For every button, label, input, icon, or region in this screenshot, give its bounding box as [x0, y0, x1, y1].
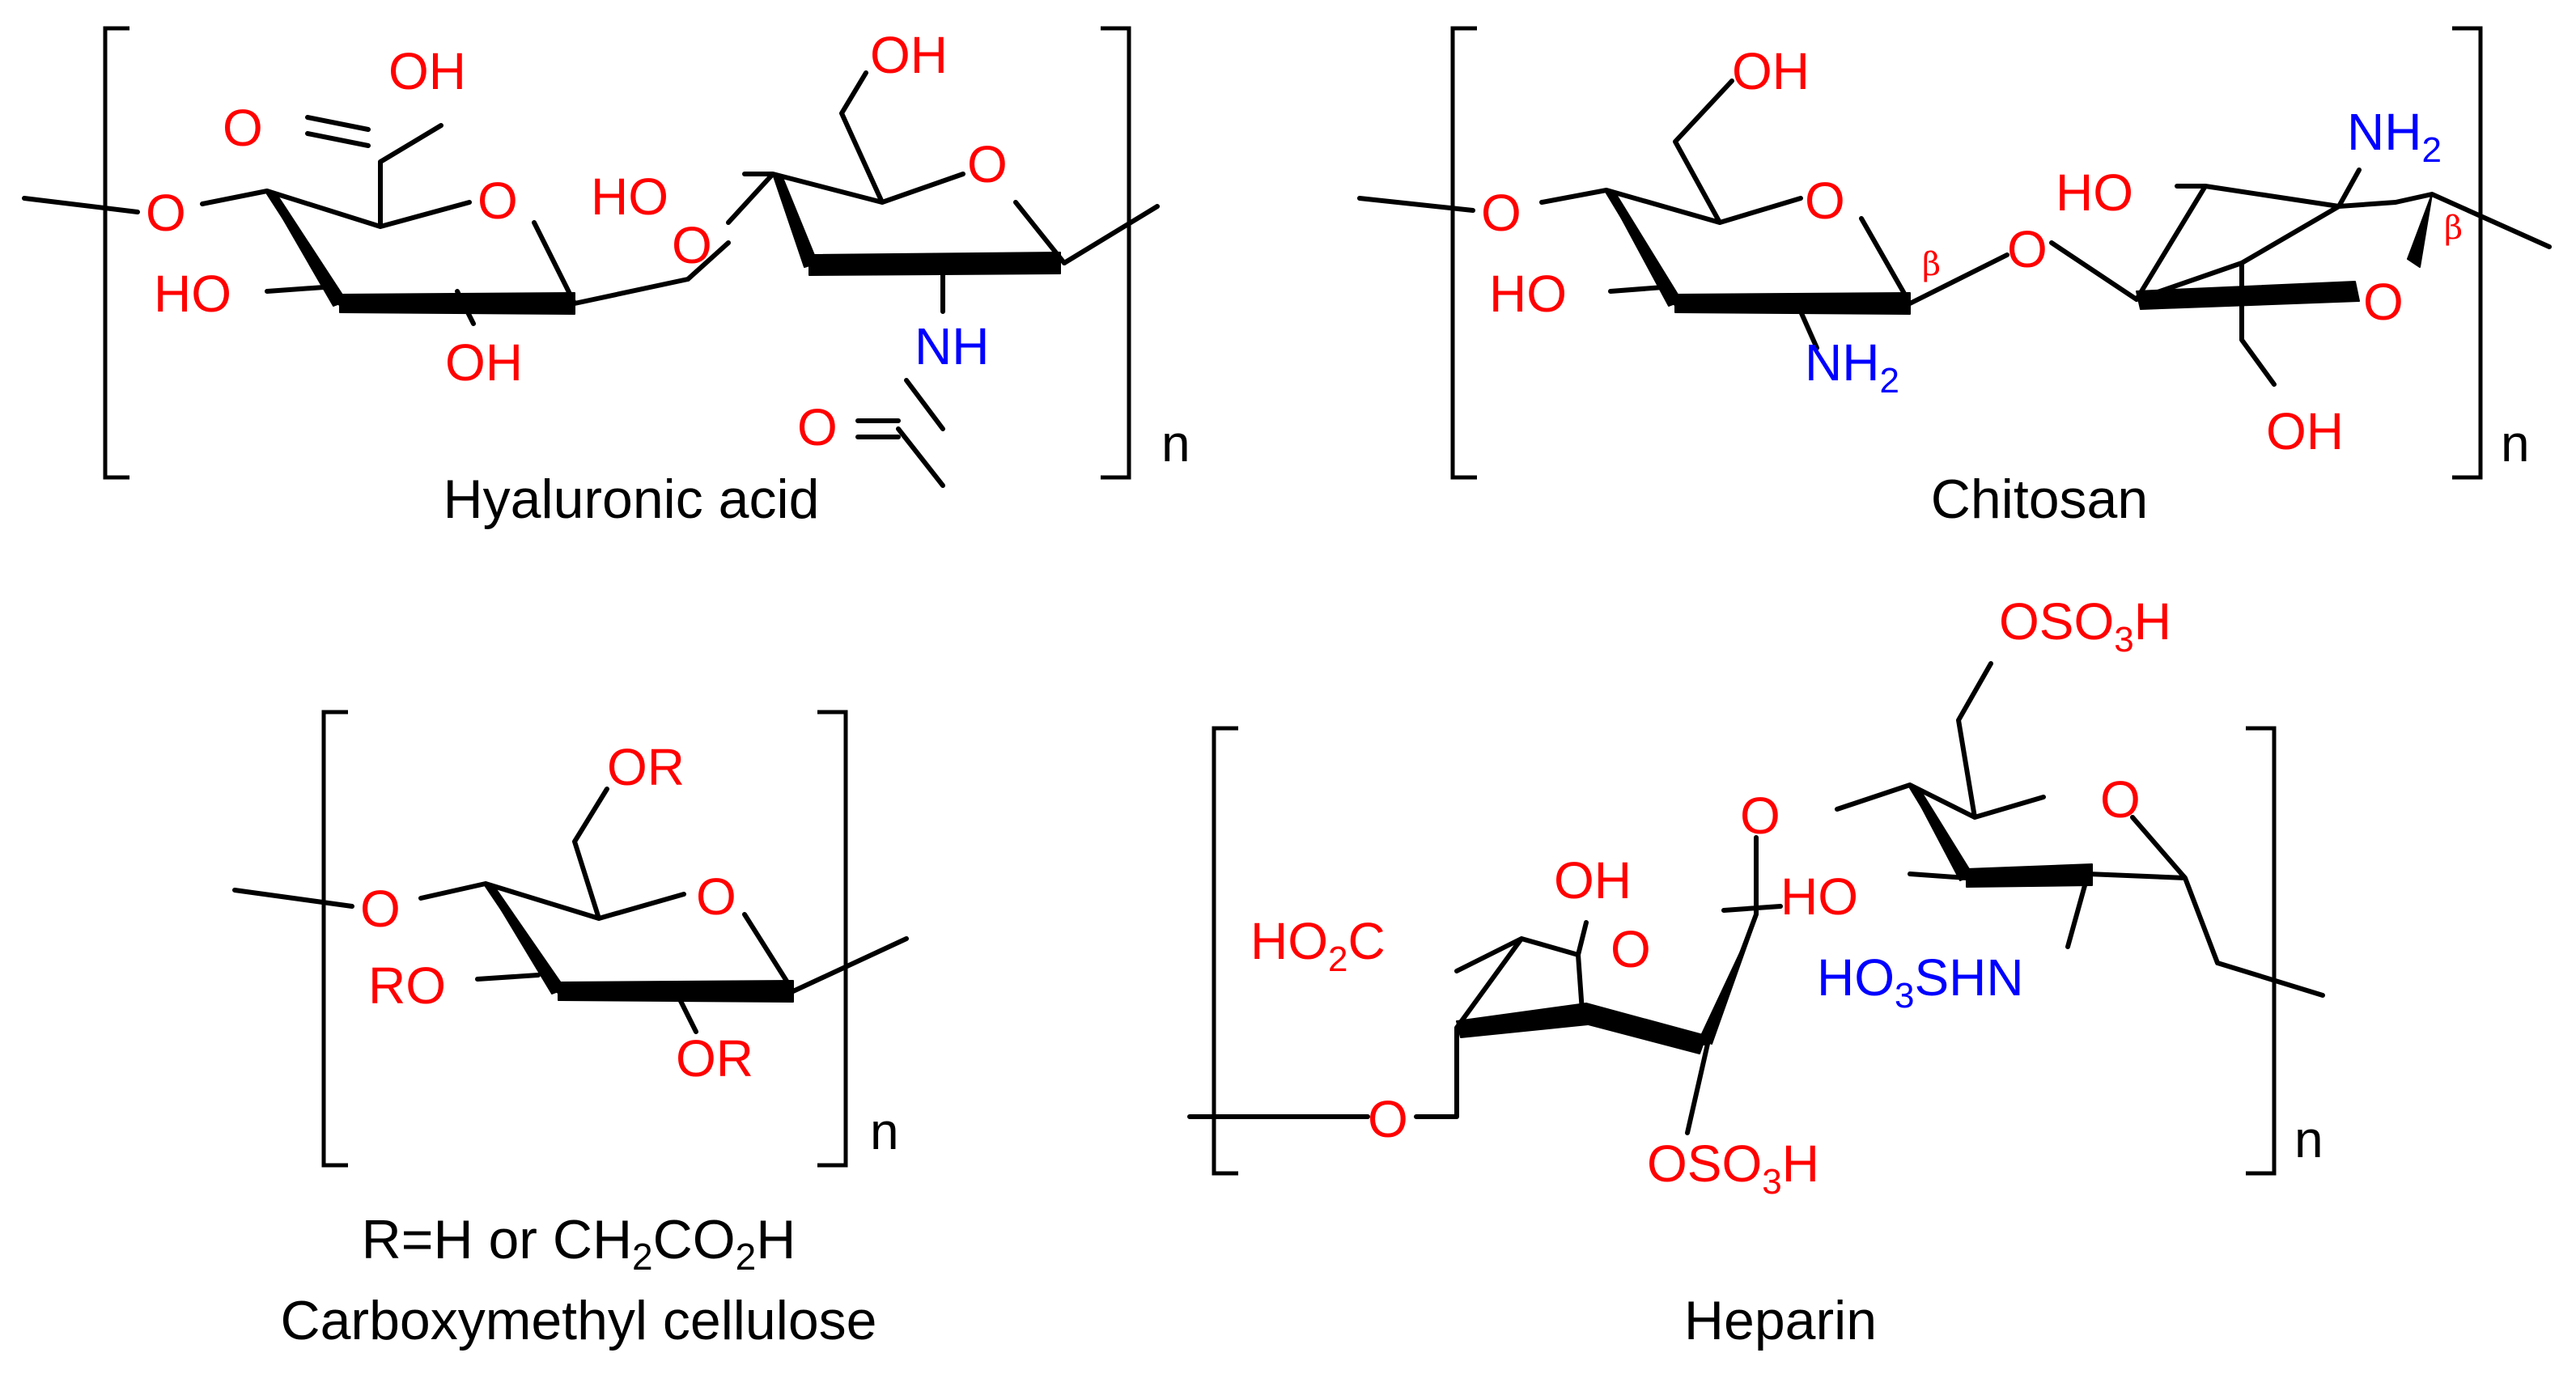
ha-o-ring-2: O: [967, 135, 1008, 193]
carboxymethyl-cellulose-structure: OR O O RO OR n R=H or CH2CO2H Carboxymet…: [232, 710, 909, 1351]
hep-o-ring-2: O: [2100, 770, 2141, 829]
hep-wedge-1a: [1456, 1003, 1589, 1038]
hep-wedge-1b: [1581, 1003, 1707, 1054]
hep-ho-ring2: HO: [1780, 867, 1858, 926]
ha-oh-bottom: OH: [445, 333, 523, 392]
ha-o-amide: O: [797, 398, 838, 456]
bracket-left: [103, 26, 129, 480]
ch-caption: Chitosan: [1931, 469, 2148, 530]
ch-o-ring-2: O: [2363, 273, 2404, 331]
hep-ho3shn: HO3SHN: [1817, 948, 2024, 1016]
ch-o-glyco: O: [2007, 220, 2048, 278]
ha-o-glyco: O: [672, 216, 712, 274]
bracket-right: [2246, 726, 2277, 1176]
hep-wedge-1c: [1699, 918, 1757, 1045]
chitosan-structure: OH O O HO NH2 β O HO NH2 β O OH n Chitos…: [1357, 26, 2552, 530]
ha-tail-bonds: [855, 204, 1160, 488]
cmc-o-bridge: O: [360, 880, 401, 938]
cmc-repeat-n: n: [870, 1102, 899, 1160]
ha-oh-top: OH: [388, 42, 466, 100]
hep-ho2c: HO2C: [1250, 912, 1386, 979]
bracket-left: [1450, 26, 1477, 480]
ch-beta-1: β: [1922, 246, 1941, 283]
cmc-ro-left: RO: [368, 956, 446, 1015]
cmc-o-ring: O: [696, 867, 736, 926]
ch-wedge-2b: [2407, 193, 2433, 268]
ha-caption: Hyaluronic acid: [443, 469, 820, 530]
hep-ring-1-bonds: [1187, 835, 1783, 1135]
cmc-wedge-b: [558, 980, 794, 1003]
bracket-right: [817, 710, 848, 1168]
ch-oh-top: OH: [1732, 42, 1810, 100]
hep-oso3h-top: OSO3H: [1999, 592, 2171, 659]
bracket-left: [1212, 726, 1238, 1176]
ha-ho-left: HO: [154, 265, 231, 323]
hep-oh-top: OH: [1554, 851, 1632, 910]
ha-wedge-2a: [772, 173, 818, 268]
ch-ho-left: HO: [1489, 265, 1567, 323]
bracket-right: [2452, 26, 2483, 480]
hep-wedge-2b: [1966, 863, 2093, 888]
ha-repeat-n: n: [1161, 414, 1190, 473]
ch-oh-bottom: OH: [2266, 402, 2344, 460]
ha-nh: NH: [915, 317, 989, 375]
hep-o-bridge: O: [1368, 1090, 1408, 1148]
ha-o-ring-1: O: [477, 172, 518, 230]
ha-ho-ring2: HO: [591, 168, 668, 226]
ch-wedge-1b: [1674, 292, 1911, 315]
hyaluronic-acid-structure: OH O O O HO OH O OH HO O NH O n Hyaluron…: [22, 26, 1190, 530]
ch-ring-2-bonds: [2049, 168, 2552, 387]
ha-ring-2-bonds: [726, 70, 1067, 431]
ha-o-bridge-left: O: [146, 184, 186, 242]
ha-wedge-1b: [339, 292, 575, 315]
ch-beta-2: β: [2444, 210, 2463, 247]
ha-o-carbonyl: O: [223, 99, 263, 157]
hep-caption: Heparin: [1684, 1290, 1877, 1351]
bracket-right: [1101, 26, 1131, 480]
cmc-substituent-note: R=H or CH2CO2H: [362, 1209, 796, 1278]
hep-repeat-n: n: [2294, 1110, 2323, 1168]
ha-oh-ch2: OH: [870, 26, 948, 84]
ch-nh2-top: NH2: [2347, 103, 2442, 170]
cmc-or-bottom: OR: [676, 1029, 753, 1088]
cmc-caption: Carboxymethyl cellulose: [281, 1290, 877, 1351]
hep-o-glyco: O: [1740, 787, 1780, 845]
hep-o-ring-1: O: [1611, 920, 1651, 978]
bracket-left: [321, 710, 348, 1168]
ch-o-bridge-left: O: [1481, 184, 1521, 242]
cmc-or-top: OR: [607, 738, 685, 796]
heparin-structure: OSO3H O O HO HO3SHN OH HO2C O O OSO3H n …: [1187, 592, 2325, 1351]
ch-wedge-2a: [2136, 281, 2360, 310]
hep-ring-2-bonds: [1835, 661, 2325, 998]
ch-ho-ring2: HO: [2056, 163, 2133, 222]
ha-wedge-2b: [808, 252, 1061, 276]
ch-nh2-bottom: NH2: [1805, 333, 1899, 401]
ch-o-ring-1: O: [1805, 172, 1845, 230]
hep-oso3h-bottom: OSO3H: [1647, 1134, 1819, 1202]
ch-repeat-n: n: [2501, 414, 2530, 473]
